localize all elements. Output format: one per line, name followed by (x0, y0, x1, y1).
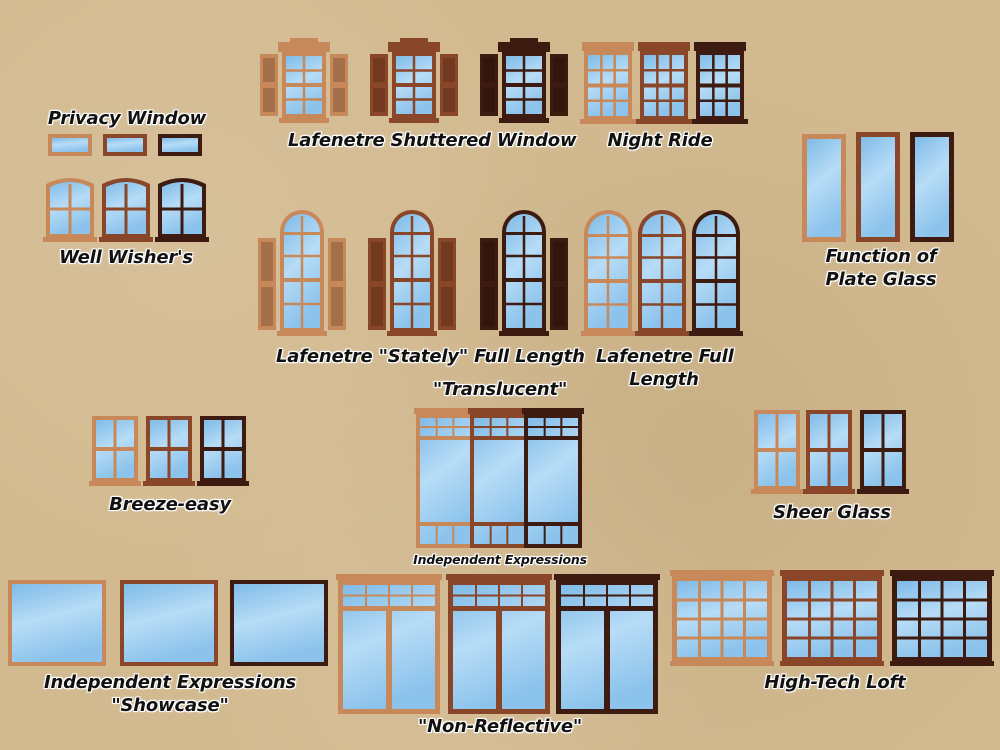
privacy-window-dark (158, 134, 202, 156)
sheer-glass-window-dark (857, 410, 909, 494)
breeze-easy-window-medium (143, 416, 195, 486)
lafenetre-full-length-window-dark (689, 210, 743, 336)
translucent-window-dark (522, 408, 584, 548)
label-showcase-line-1: Independent Expressions (43, 672, 297, 693)
label-non-reflective: "Non-Reflective" (417, 716, 583, 737)
high-tech-loft-window-medium (780, 570, 884, 666)
plate-glass-window-light (802, 134, 846, 242)
label-breeze-easy: Breeze-easy (109, 494, 231, 515)
lafenetre-shuttered-window-light (260, 38, 348, 123)
label-independent-expressions-small: Independent Expressions (413, 552, 587, 567)
label-stately-full-length: Lafenetre "Stately" Full Length (276, 346, 585, 367)
label-privacy-window: Privacy Window (47, 108, 207, 129)
translucent-window-light (414, 408, 476, 548)
night-ride-window-medium (636, 42, 692, 124)
label-translucent: "Translucent" (432, 379, 568, 400)
translucent-window-medium (468, 408, 530, 548)
lafenetre-shuttered-window-medium (370, 38, 458, 123)
label-well-wisher: Well Wisher's (59, 247, 193, 268)
showcase-window-light (8, 580, 106, 666)
label-lafenetre-full-line-1: Lafenetre Full (596, 346, 734, 367)
lafenetre-full-length-window-light (581, 210, 635, 336)
high-tech-loft-window-dark (890, 570, 994, 666)
well-wisher-window-dark (155, 178, 209, 242)
label-function-of-plate-glass: Function of Plate Glass (808, 246, 954, 291)
label-lafenetre-shuttered-window: Lafenetre Shuttered Window (288, 130, 577, 151)
plate-glass-window-medium (856, 132, 900, 242)
showcase-window-dark (230, 580, 328, 666)
stately-full-length-window-dark (480, 210, 568, 336)
lafenetre-full-length-window-medium (635, 210, 689, 336)
label-function-line-1: Function of (825, 246, 937, 267)
plate-glass-window-dark (910, 132, 954, 242)
night-ride-window-dark (692, 42, 748, 124)
stately-full-length-window-light (258, 210, 346, 336)
label-lafenetre-full-line-2: Length (629, 368, 699, 390)
breeze-easy-window-light (89, 416, 141, 486)
breeze-easy-window-dark (197, 416, 249, 486)
non-reflective-window-light (336, 574, 442, 714)
non-reflective-window-dark (554, 574, 660, 714)
privacy-window-light (48, 134, 92, 156)
high-tech-loft-window-light (670, 570, 774, 666)
label-sheer-glass: Sheer Glass (773, 502, 891, 523)
sheer-glass-window-medium (803, 410, 855, 494)
label-lafenetre-full-length: Lafenetre Full Length (596, 346, 734, 391)
well-wisher-window-medium (99, 178, 153, 242)
label-showcase: Independent Expressions "Showcase" (40, 672, 300, 717)
showcase-window-medium (120, 580, 218, 666)
stately-full-length-window-medium (368, 210, 456, 336)
label-high-tech-loft: High-Tech Loft (764, 672, 906, 693)
lafenetre-shuttered-window-dark (480, 38, 568, 123)
sheer-glass-window-light (751, 410, 803, 494)
label-function-line-2: Plate Glass (825, 268, 937, 290)
privacy-window-medium (103, 134, 147, 156)
label-showcase-line-2: "Showcase" (111, 694, 229, 716)
label-night-ride: Night Ride (607, 130, 713, 151)
night-ride-window-light (580, 42, 636, 124)
non-reflective-window-medium (446, 574, 552, 714)
well-wisher-window-light (43, 178, 97, 242)
